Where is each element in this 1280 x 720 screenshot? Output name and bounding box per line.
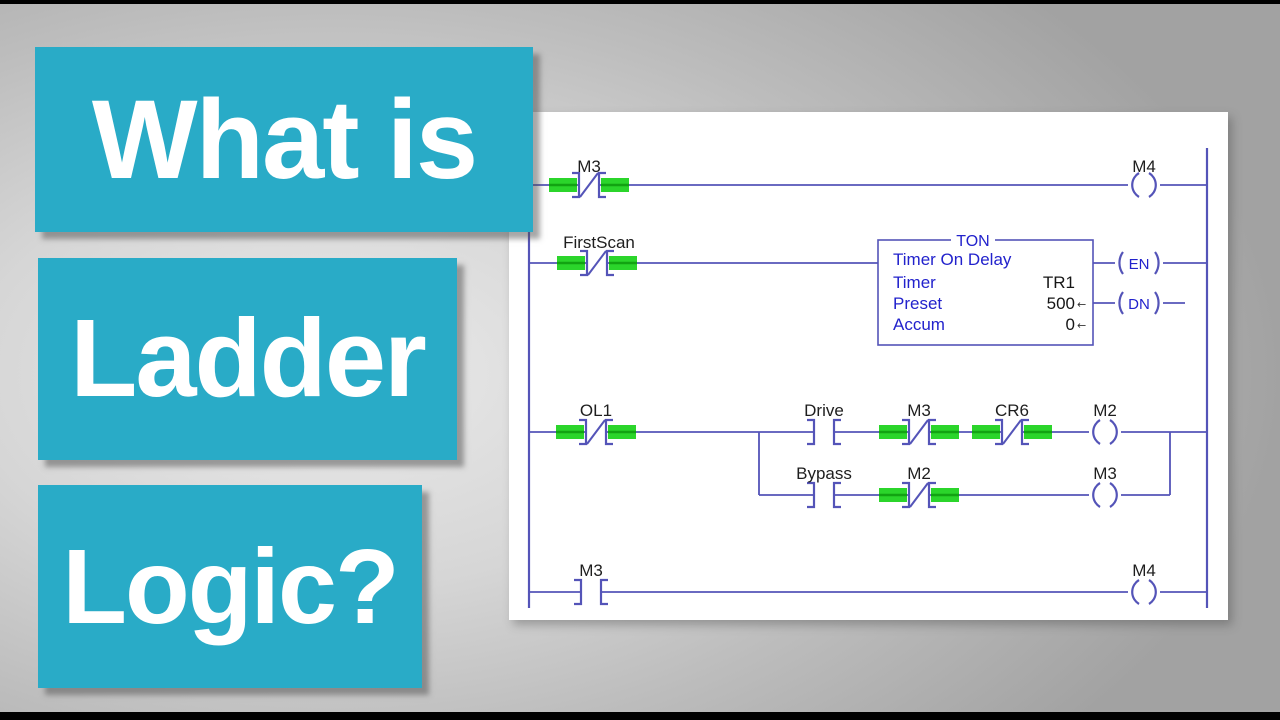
timer-en-output-coil: EN <box>1093 250 1207 276</box>
ladder-diagram-panel: M3 M4 F <box>509 112 1228 620</box>
timer-dn-output-coil: DN <box>1093 290 1185 316</box>
rung-3-branch-contact-bypass-no: Bypass <box>796 464 852 509</box>
timer-block-box <box>877 239 1094 346</box>
rung-1: M3 M4 <box>529 157 1207 199</box>
contact-gap <box>815 482 833 508</box>
contact-label: OL1 <box>580 401 612 420</box>
coil-arcs <box>1131 172 1157 198</box>
timer-param-label: Timer <box>893 273 936 292</box>
title-card-text: Ladder <box>70 297 427 420</box>
contact-nc-slash <box>909 482 929 508</box>
contact-nc-slash <box>587 250 607 276</box>
contact-brackets <box>807 481 841 509</box>
contact-brackets <box>579 418 613 446</box>
rung-1-contact-m3-nc: M3 <box>549 157 629 199</box>
contact-brackets <box>572 171 606 199</box>
rung-3-branch-coil-m3: M3 <box>1089 464 1121 509</box>
preset-value-arrow-icon: ← <box>1077 298 1086 311</box>
timer-param-value: TR1 <box>1043 273 1075 292</box>
accum-value-arrow-icon: ← <box>1077 319 1086 332</box>
rung-3-contact-drive-no: Drive <box>804 401 844 446</box>
rung-3-coil-m2: M2 <box>1089 401 1121 446</box>
rung-3: OL1 Drive M3 <box>529 401 1207 509</box>
contact-nc-slash <box>909 419 929 445</box>
preset-param-label: Preset <box>893 294 942 313</box>
rung-2: FirstScan TON Timer On Delay Timer TR1 P… <box>529 233 1207 346</box>
coil-gap <box>1128 171 1160 199</box>
accum-param-label: Accum <box>893 315 945 334</box>
rung-4-coil-m4: M4 <box>1128 561 1160 606</box>
coil-label: M2 <box>1093 401 1117 420</box>
coil-gap <box>1128 578 1160 606</box>
timer-block-ton: TON Timer On Delay Timer TR1 Preset 500 … <box>877 233 1094 346</box>
contact-label: Bypass <box>796 464 852 483</box>
dn-coil-label: DN <box>1128 296 1150 313</box>
contact-label: M2 <box>907 464 931 483</box>
contact-label: M3 <box>579 561 603 580</box>
contact-brackets <box>902 418 936 446</box>
contact-label: CR6 <box>995 401 1029 420</box>
title-card-what-is: What is <box>35 47 533 232</box>
rung-3-contact-m3-nc: M3 <box>879 401 959 446</box>
ladder-diagram: M3 M4 F <box>527 148 1209 608</box>
rung-3-contact-ol1-nc: OL1 <box>556 401 636 446</box>
contact-brackets <box>580 249 614 277</box>
rung-4: M3 M4 <box>529 561 1207 606</box>
coil-gap <box>1115 250 1163 276</box>
contact-label: M3 <box>577 157 601 176</box>
title-card-text: What is <box>91 76 478 202</box>
contact-nc-slash <box>1002 419 1022 445</box>
coil-gap <box>1089 418 1121 446</box>
contact-gap <box>582 579 600 605</box>
rung-4-contact-m3-no: M3 <box>574 561 608 606</box>
contact-nc-slash <box>579 172 599 198</box>
rung-1-coil-m4: M4 <box>1128 157 1160 199</box>
accum-param-value: 0 <box>1066 315 1075 334</box>
contact-brackets <box>995 418 1029 446</box>
preset-param-value: 500 <box>1047 294 1075 313</box>
contact-brackets <box>902 481 936 509</box>
coil-label: M4 <box>1132 561 1156 580</box>
timer-header-gap <box>951 234 995 247</box>
coil-label: M4 <box>1132 157 1156 176</box>
letterbox-top-bar <box>0 0 1280 4</box>
coil-arcs <box>1092 419 1118 445</box>
rung-2-contact-firstscan-nc: FirstScan <box>557 233 637 277</box>
contact-brackets <box>807 418 841 446</box>
en-coil-label: EN <box>1129 256 1150 273</box>
contact-gap <box>815 419 833 445</box>
timer-block-type: TON <box>956 233 989 250</box>
title-card-ladder: Ladder <box>38 258 457 460</box>
contact-label: Drive <box>804 401 844 420</box>
coil-gap <box>1115 290 1163 316</box>
coil-label: M3 <box>1093 464 1117 483</box>
coil-arcs <box>1092 482 1118 508</box>
coil-arcs <box>1131 579 1157 605</box>
title-card-logic: Logic? <box>38 485 422 688</box>
coil-arcs <box>1118 291 1160 315</box>
title-card-text: Logic? <box>62 527 399 646</box>
rung-3-branch-contact-m2-nc: M2 <box>879 464 959 509</box>
coil-gap <box>1089 481 1121 509</box>
rung-3-contact-cr6-nc: CR6 <box>972 401 1052 446</box>
contact-nc-slash <box>586 419 606 445</box>
timer-block-title: Timer On Delay <box>893 250 1012 269</box>
coil-arcs <box>1118 251 1160 275</box>
contact-label: M3 <box>907 401 931 420</box>
contact-brackets <box>574 578 608 606</box>
letterbox-bottom-bar <box>0 712 1280 720</box>
contact-label: FirstScan <box>563 233 635 252</box>
